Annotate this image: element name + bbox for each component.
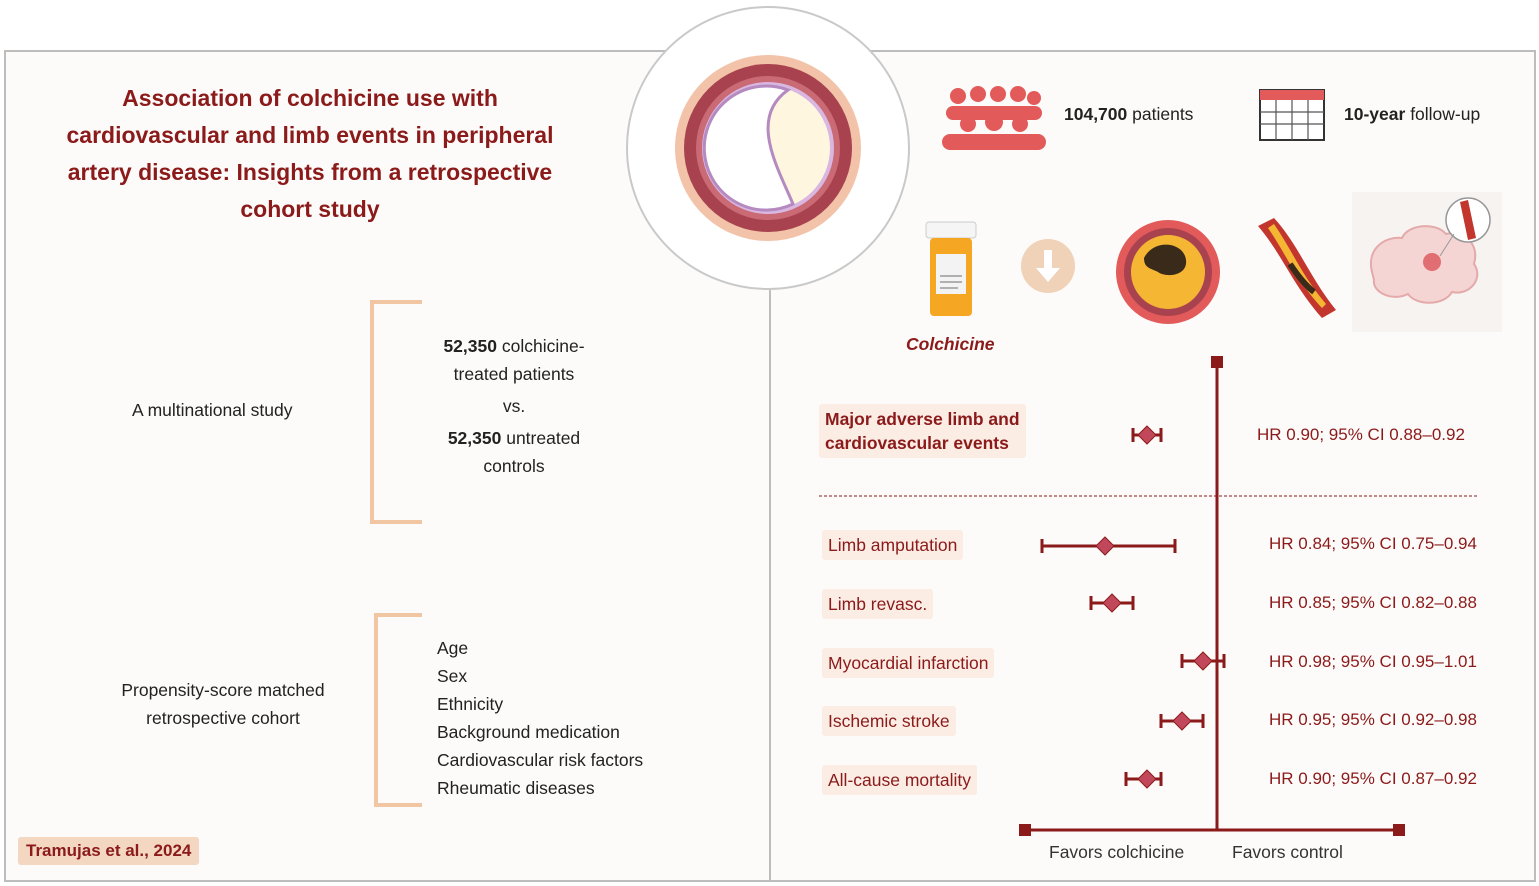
- pill-bottle-icon: [925, 221, 977, 316]
- forest-plot: [819, 356, 1477, 836]
- x-label-right: Favors control: [1232, 842, 1343, 862]
- patients-group-icon: [942, 86, 1046, 150]
- outcome-label: Ischemic stroke: [822, 706, 956, 736]
- null-line-cap: [1211, 356, 1223, 368]
- x-axis-left-cap: [1019, 824, 1031, 836]
- artery-cross-section-icon: [626, 6, 910, 290]
- outcome-label: Myocardial infarction: [822, 648, 995, 678]
- group-summary: 52,350 colchicine- treated patients vs. …: [443, 336, 585, 476]
- page-title: Association of colchicine use with cardi…: [66, 85, 554, 222]
- citation-badge: Tramujas et al., 2024: [18, 837, 200, 865]
- cohort-bracket: [374, 613, 422, 807]
- secondary-2-point: [1193, 651, 1213, 671]
- primary-point: [1137, 425, 1157, 445]
- secondary-3-point: [1172, 711, 1192, 731]
- atherosclerosis-icon: [1116, 220, 1220, 324]
- colchicine-label: Colchicine: [906, 334, 995, 354]
- outcome-label: Limb revasc.: [822, 589, 934, 619]
- secondary-1-point: [1102, 593, 1122, 613]
- covariate-item: Sex: [437, 666, 468, 686]
- covariate-item: Rheumatic diseases: [437, 778, 595, 798]
- x-label-left: Favors colchicine: [1049, 842, 1185, 862]
- brain-stroke-icon: [1352, 192, 1502, 332]
- outcome-hr-text: HR 0.84; 95% CI 0.75–0.94: [1269, 534, 1477, 553]
- outcome-hr-text: HR 0.95; 95% CI 0.92–0.98: [1269, 710, 1477, 729]
- followup-label: 10-year follow-up: [1344, 104, 1481, 124]
- primary-hr-text: HR 0.90; 95% CI 0.88–0.92: [1257, 425, 1465, 444]
- outcome-label: Limb amputation: [822, 530, 964, 560]
- calendar-icon: [1259, 89, 1325, 141]
- vessel-plaque-icon: [1258, 218, 1336, 318]
- arrow-down-icon: [1021, 239, 1075, 293]
- artery-illustration: [675, 55, 861, 241]
- group1-count: 52,350: [443, 336, 497, 356]
- patients-count-label: 104,700 patients: [1064, 104, 1194, 124]
- cohort-label: Propensity-score matched retrospective c…: [121, 680, 325, 728]
- outcome-hr-text: HR 0.98; 95% CI 0.95–1.01: [1269, 652, 1477, 671]
- primary-outcome-label: Major adverse limb and cardiovascular ev…: [819, 404, 1026, 458]
- outcome-hr-text: HR 0.90; 95% CI 0.87–0.92: [1269, 769, 1477, 788]
- secondary-0-point: [1095, 536, 1115, 556]
- outcome-label: All-cause mortality: [822, 765, 977, 795]
- covariate-item: Age: [437, 638, 469, 658]
- x-axis-right-cap: [1393, 824, 1405, 836]
- study-label: A multinational study: [132, 400, 293, 420]
- covariate-item: Background medication: [437, 722, 620, 742]
- outcome-hr-text: HR 0.85; 95% CI 0.82–0.88: [1269, 593, 1477, 612]
- covariate-item: Cardiovascular risk factors: [437, 750, 644, 770]
- study-bracket: [370, 300, 422, 524]
- covariate-item: Ethnicity: [437, 694, 504, 714]
- secondary-4-point: [1137, 769, 1157, 789]
- group2-count: 52,350: [447, 428, 502, 448]
